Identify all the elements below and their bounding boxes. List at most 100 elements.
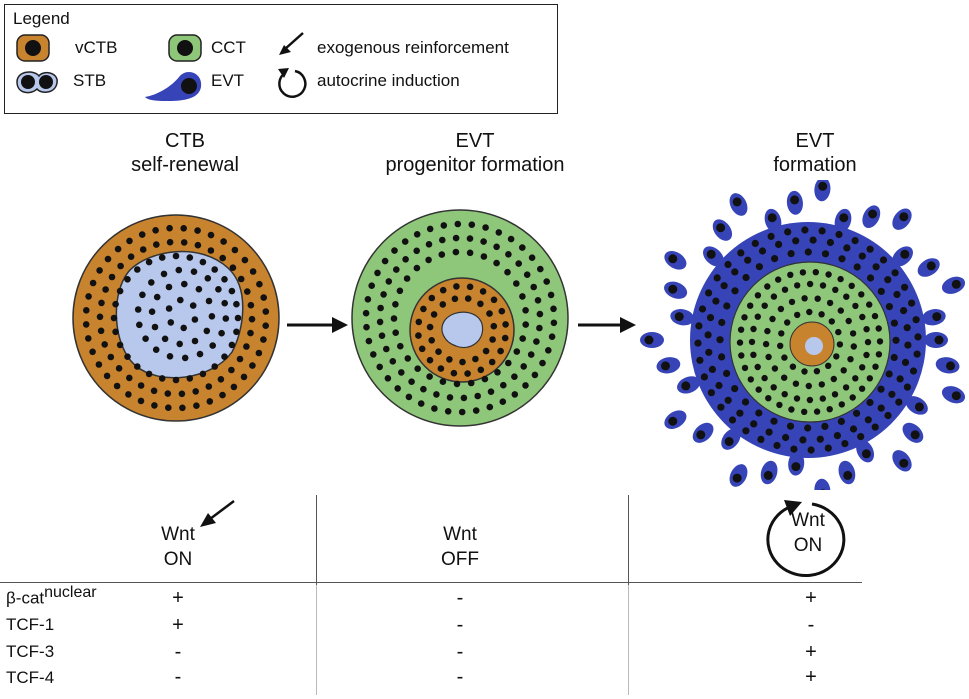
nucleus (864, 338, 872, 346)
nucleus (723, 302, 731, 310)
nucleus (804, 424, 812, 432)
nucleus (843, 293, 850, 300)
nucleus (821, 422, 829, 430)
organoid-1-inner-nuclei (134, 266, 230, 362)
nucleus (179, 404, 186, 412)
nucleus (533, 338, 540, 345)
nucleus (426, 356, 434, 364)
nucleus (405, 393, 413, 401)
nucleus (150, 387, 158, 395)
progression-arrow-2 (578, 317, 636, 333)
nucleus (737, 249, 745, 257)
nucleus (112, 328, 119, 336)
nucleus (453, 283, 460, 290)
nucleus (137, 382, 145, 389)
nucleus (754, 292, 762, 299)
evt-nucleus (732, 473, 742, 483)
legend-evt-label: EVT (211, 71, 245, 90)
nucleus (912, 316, 920, 324)
nucleus (903, 324, 911, 332)
nucleus (801, 408, 808, 415)
nucleus (207, 247, 215, 254)
nucleus (418, 345, 426, 353)
nucleus (83, 307, 90, 314)
nucleus (761, 374, 768, 382)
nucleus (742, 427, 750, 435)
nucleus (547, 291, 555, 299)
nucleus (450, 369, 458, 377)
nucleus (211, 266, 218, 273)
nucleus (877, 287, 885, 295)
nucleus (837, 417, 846, 425)
nucleus (769, 315, 776, 323)
nucleus (158, 254, 166, 261)
nucleus (110, 314, 118, 322)
evt-nucleus (861, 449, 871, 459)
nucleus (381, 257, 389, 265)
nucleus (181, 280, 188, 288)
nucleus (391, 247, 398, 254)
nucleus (806, 308, 813, 316)
nucleus (142, 335, 149, 342)
nucleus (836, 341, 844, 348)
nucleus (165, 404, 172, 411)
nucleus (786, 422, 795, 430)
nucleus (180, 324, 187, 332)
nucleus (176, 340, 183, 348)
nucleus (794, 311, 801, 319)
nucleus (778, 330, 785, 337)
nucleus (497, 347, 504, 355)
nucleus (426, 373, 433, 380)
row-label-tcf4: TCF-4 (6, 668, 55, 687)
nucleus (728, 416, 737, 424)
nucleus (112, 300, 119, 308)
nucleus (101, 341, 108, 348)
nucleus (165, 283, 173, 291)
nucleus (720, 282, 728, 290)
nucleus (486, 310, 493, 317)
nucleus (819, 395, 826, 402)
cell-tcf3-1: - (174, 641, 182, 663)
nucleus (425, 256, 432, 264)
nucleus (762, 340, 770, 348)
nucleus (523, 271, 531, 278)
nucleus (221, 299, 228, 307)
nucleus (536, 310, 544, 318)
nucleus (741, 364, 749, 372)
nucleus (234, 314, 242, 322)
nucleus (539, 359, 546, 367)
nucleus (215, 286, 222, 293)
nucleus (124, 276, 131, 283)
nucleus (115, 365, 123, 372)
nucleus (737, 326, 745, 333)
evt-nucleus (946, 361, 955, 371)
nucleus (430, 311, 438, 318)
nucleus (489, 336, 496, 343)
nucleus (464, 370, 471, 377)
nucleus (480, 238, 487, 245)
nucleus (505, 251, 512, 258)
nucleus (454, 220, 462, 228)
cell-tcf4-1: - (174, 666, 182, 688)
autocrine-circle-arrow-icon (766, 500, 846, 577)
nucleus (439, 286, 447, 294)
nucleus (812, 269, 819, 276)
nucleus (515, 260, 522, 267)
nucleus (192, 388, 199, 395)
nucleus (85, 293, 92, 300)
cell-tcf3-3: + (805, 641, 817, 663)
stage-3-title-line2: formation (773, 154, 857, 176)
nucleus (522, 321, 529, 328)
nucleus (857, 433, 865, 441)
nucleus (872, 263, 880, 271)
nucleus (513, 280, 520, 287)
nucleus (205, 297, 213, 305)
nucleus (866, 301, 873, 308)
nucleus (789, 363, 797, 370)
nucleus (204, 275, 212, 282)
exogenous-arrow-icon (279, 32, 304, 55)
nucleus (477, 366, 485, 374)
nucleus (148, 279, 155, 286)
nucleus (813, 408, 821, 415)
nucleus (893, 290, 901, 299)
